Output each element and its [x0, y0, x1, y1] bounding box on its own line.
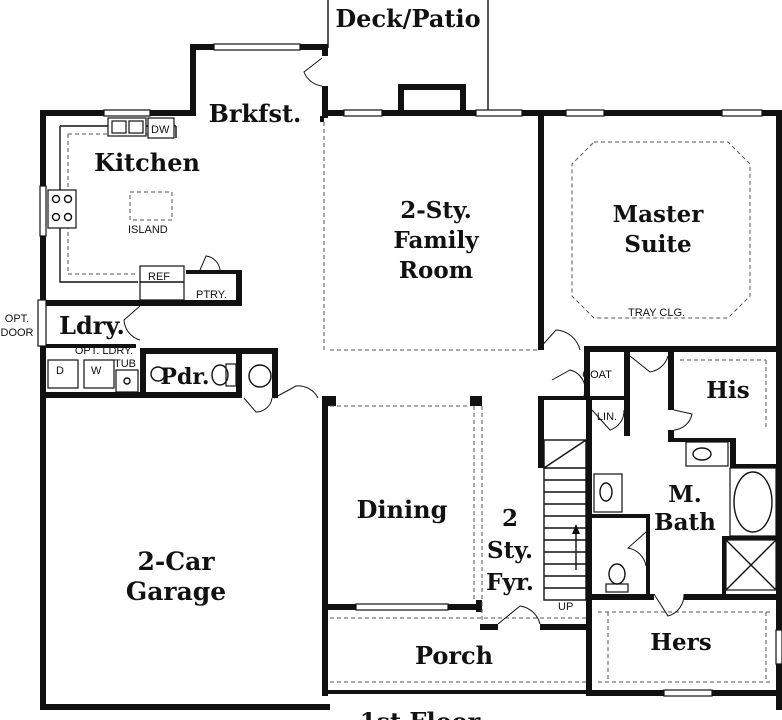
- porch-label: Porch: [415, 641, 493, 670]
- family-label-2: Family: [393, 227, 479, 254]
- interior-walls: [40, 110, 782, 696]
- master-label-2: Suite: [624, 231, 691, 258]
- dashed-lines: [323, 122, 770, 683]
- toilet: [605, 583, 629, 593]
- dishwasher: [147, 117, 175, 139]
- bath-vanity: [593, 473, 623, 513]
- kitchen-island: [129, 191, 173, 221]
- brkfst-label: Brkfst.: [209, 99, 302, 128]
- ptry-label: PTRY.: [196, 289, 227, 301]
- laundry-tub: [115, 369, 139, 393]
- cooktop: [47, 189, 77, 229]
- foyer-label-1: 2: [502, 505, 518, 532]
- mbath-label-2: Bath: [654, 509, 716, 536]
- washer-label: W: [91, 365, 102, 377]
- water-heater: [248, 364, 272, 388]
- up-label: UP: [558, 601, 573, 613]
- garage-label-1: 2-Car: [137, 547, 215, 576]
- windows: [39, 43, 782, 697]
- ref-label: REF: [148, 271, 170, 283]
- dryer-label: D: [56, 365, 64, 377]
- floor-label: 1st Floor: [360, 707, 481, 720]
- opt-door: [37, 299, 47, 347]
- stairs: [543, 439, 587, 601]
- refrigerator: [139, 265, 185, 301]
- opt-ldry-tub-label-1: OPT. LDRY.: [75, 345, 133, 357]
- pdr-toilet: [225, 363, 237, 387]
- bathtub: [729, 467, 777, 537]
- island-label: ISLAND: [128, 224, 168, 236]
- his-label: His: [706, 377, 749, 404]
- tray-ceiling: [571, 141, 751, 319]
- dining-label: Dining: [357, 495, 448, 524]
- garage-label-2: Garage: [126, 577, 226, 606]
- pdr-sink: [150, 366, 166, 382]
- family-label-1: 2-Sty.: [400, 197, 472, 224]
- room-labels: Deck/Patio Brkfst. Kitchen 2-Sty. Family…: [59, 4, 750, 720]
- opt-ldry-tub-label-2: TUB: [114, 358, 136, 370]
- family-label-3: Room: [399, 257, 473, 284]
- coat-label: COAT: [582, 369, 612, 381]
- washer: [83, 359, 115, 389]
- dryer: [47, 359, 79, 389]
- foyer-label-2: Sty.: [487, 537, 533, 564]
- foyer-label-3: Fyr.: [486, 569, 534, 596]
- opt-door-label-1: OPT.: [5, 313, 29, 325]
- opt-door-label-2: DOOR: [1, 327, 34, 339]
- master-label-1: Master: [613, 201, 705, 228]
- mbath-label-1: M.: [668, 481, 701, 508]
- tray-label: TRAY CLG.: [628, 307, 685, 319]
- small-labels: OPT. DOOR OPT. LDRY. TUB COAT LIN.: [1, 313, 618, 423]
- hers-label: Hers: [650, 629, 711, 656]
- lin-label: LIN.: [597, 411, 617, 423]
- kitchen-label: Kitchen: [94, 148, 200, 177]
- dw-label: DW: [151, 124, 170, 136]
- door-swings: [39, 57, 693, 625]
- ldry-label: Ldry.: [59, 311, 125, 340]
- deck-label: Deck/Patio: [335, 4, 480, 33]
- pdr-label: Pdr.: [160, 364, 209, 390]
